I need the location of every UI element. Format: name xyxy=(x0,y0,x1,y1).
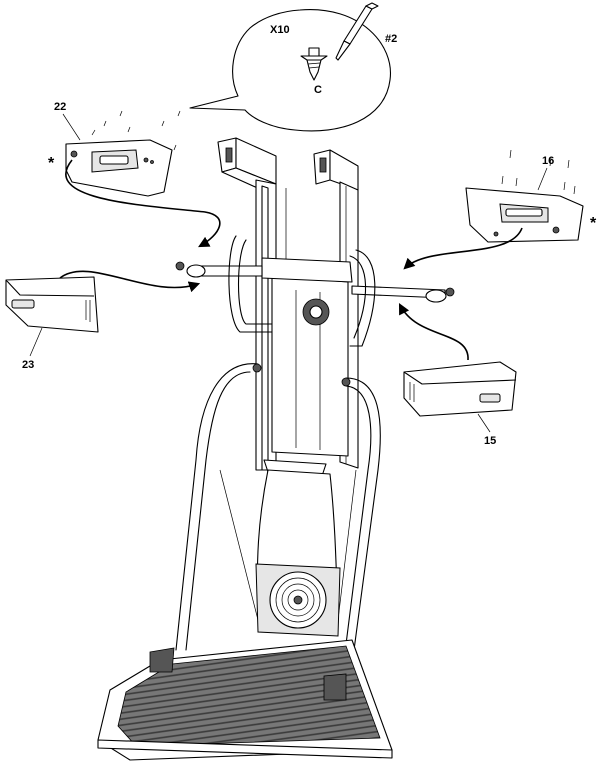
part-22-label: 22 xyxy=(54,101,66,113)
hardware-callout: X10 C #2 xyxy=(190,3,397,131)
part-16-label: 16 xyxy=(542,155,554,167)
screws-16-icon xyxy=(502,150,575,194)
fan-grille-icon xyxy=(256,564,340,636)
star-right-label: * xyxy=(590,215,597,232)
pulley-wheel-icon xyxy=(303,299,329,325)
star-left-label: * xyxy=(48,155,55,172)
hex-key-label: #2 xyxy=(385,33,397,45)
screw-c-label: C xyxy=(314,84,322,96)
part-15-label: 15 xyxy=(484,435,496,447)
part-16-right-rear-shroud: 16 * xyxy=(466,150,597,242)
screws-qty-label: X10 xyxy=(270,24,290,36)
part-23-label: 23 xyxy=(22,359,34,371)
arrow-15-to-arm xyxy=(400,305,468,360)
machine-frame xyxy=(98,138,454,760)
part-23-left-front-shroud: 23 xyxy=(6,277,98,371)
screw-c-icon xyxy=(301,48,327,80)
part-15-right-front-shroud: 15 xyxy=(404,362,516,447)
